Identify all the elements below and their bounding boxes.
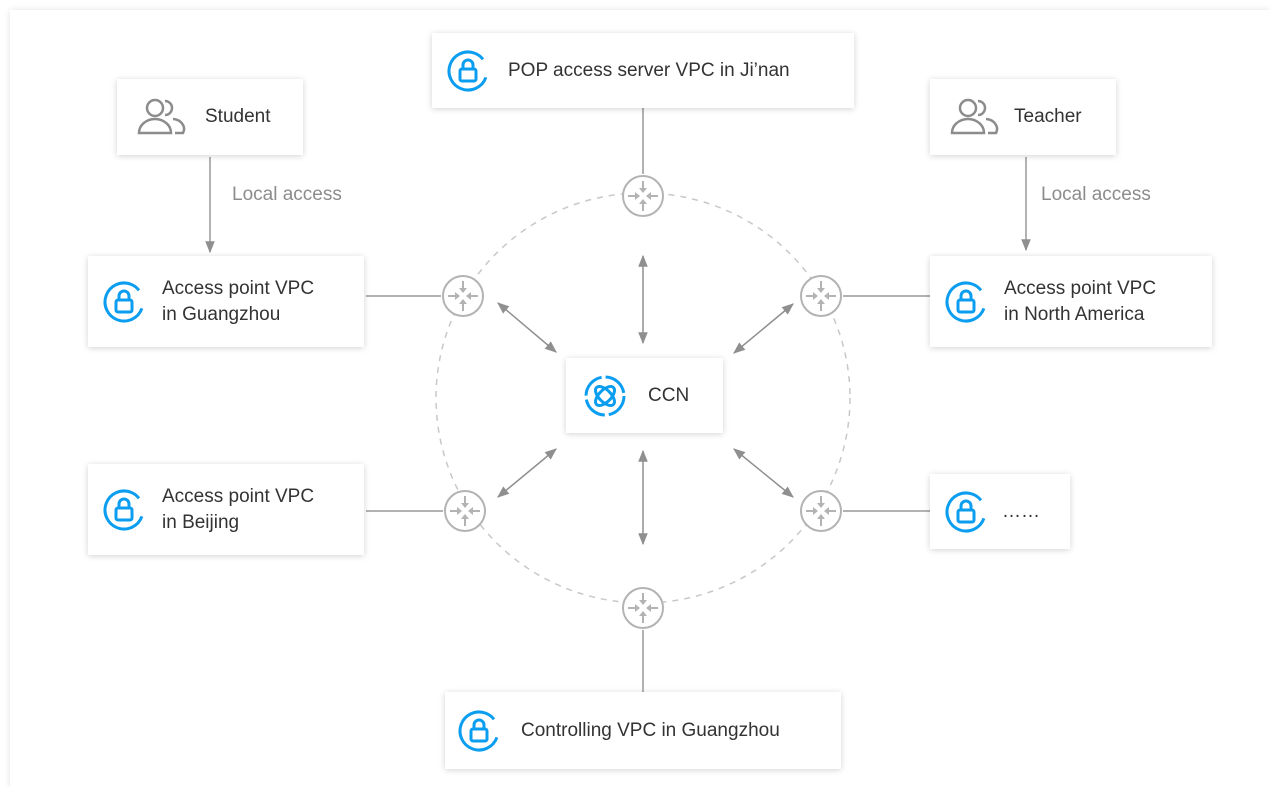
node-label: CCN bbox=[648, 384, 690, 406]
router-icon bbox=[622, 175, 664, 217]
node-label: Access point VPC in North America bbox=[1004, 277, 1157, 325]
lock-icon bbox=[945, 281, 987, 322]
router-icon bbox=[622, 587, 664, 629]
node-controlling-vpc[interactable]: Controlling VPC in Guangzhou bbox=[445, 692, 841, 769]
node-label: Access point VPC in Guangzhou bbox=[162, 277, 315, 325]
lock-icon bbox=[447, 50, 489, 91]
node-guangzhou-access-vpc[interactable]: Access point VPC in Guangzhou bbox=[88, 256, 364, 347]
node-beijing-access-vpc[interactable]: Access point VPC in Beijing bbox=[88, 464, 364, 555]
node-label: Teacher bbox=[1014, 106, 1082, 127]
arrow-ccn-bottomleft bbox=[497, 448, 557, 498]
node-label: POP access server VPC in Ji’nan bbox=[508, 59, 790, 81]
node-label: Access point VPC in Beijing bbox=[162, 485, 315, 533]
node-student[interactable]: Student bbox=[117, 79, 303, 155]
arrow-ccn-bottomright bbox=[733, 448, 794, 498]
lock-icon bbox=[945, 491, 987, 532]
edge-label-local-access: Local access bbox=[232, 184, 342, 205]
ccn-ring bbox=[435, 192, 851, 604]
node-ccn[interactable]: CCN bbox=[566, 358, 723, 433]
router-icon bbox=[800, 275, 842, 317]
router-icon bbox=[444, 490, 486, 532]
arrow-ccn-topleft bbox=[497, 302, 557, 353]
lock-icon bbox=[103, 489, 145, 530]
edge-label-local-access: Local access bbox=[1041, 184, 1151, 205]
node-teacher[interactable]: Teacher bbox=[930, 79, 1116, 155]
users-icon bbox=[137, 98, 186, 135]
users-icon bbox=[950, 98, 999, 135]
lock-icon bbox=[103, 281, 145, 322]
node-label: …… bbox=[1002, 500, 1040, 522]
node-label: Controlling VPC in Guangzhou bbox=[521, 719, 780, 741]
ccn-icon bbox=[584, 375, 626, 416]
router-icon bbox=[800, 490, 842, 532]
arrow-ccn-topright bbox=[733, 303, 794, 354]
node-north-america-access-vpc[interactable]: Access point VPC in North America bbox=[930, 256, 1212, 347]
node-pop-vpc[interactable]: POP access server VPC in Ji’nan bbox=[432, 33, 854, 108]
node-label: Student bbox=[205, 106, 271, 127]
lock-icon bbox=[458, 710, 500, 751]
node-more-vpc[interactable]: …… bbox=[930, 474, 1070, 549]
router-icon bbox=[442, 275, 484, 317]
